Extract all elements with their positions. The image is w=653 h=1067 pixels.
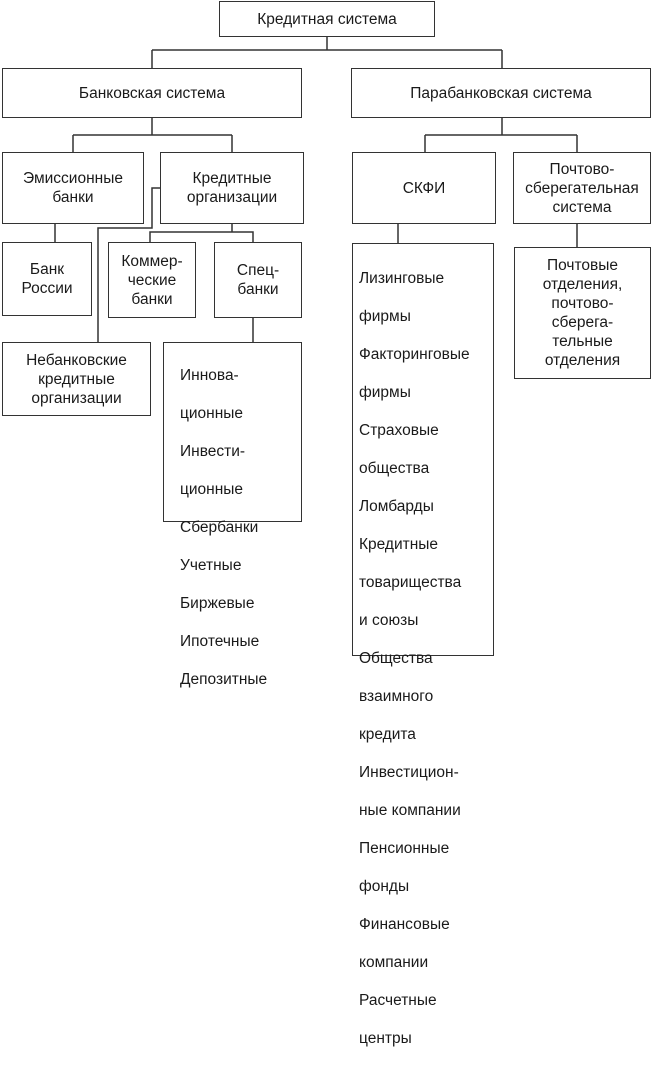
connector-parabanking xyxy=(424,118,578,152)
skfi-box: СКФИ xyxy=(352,152,496,224)
credit-system-box: Кредитная система xyxy=(219,1,435,37)
special-bank-types-list: Иннова- ционные Инвести- ционные Сбербан… xyxy=(163,342,302,688)
skfi-type-item: кредита xyxy=(359,726,416,743)
spec-type-item: Инвести- xyxy=(180,443,246,460)
skfi-label: СКФИ xyxy=(402,179,446,197)
spec-type-item: Депозитные xyxy=(180,671,268,688)
skfi-type-item: центры xyxy=(359,1030,412,1047)
emission-banks-box: Эмиссионные банки xyxy=(2,152,144,224)
credit-organizations-box: Кредитные организации xyxy=(160,152,304,224)
nonbank-credit-orgs-box: Небанковские кредитные организации xyxy=(2,342,151,416)
skfi-type-item: ные компании xyxy=(359,802,461,819)
skfi-type-item: Ломбарды xyxy=(359,498,434,515)
bank-of-russia-box: Банк России xyxy=(2,242,92,316)
skfi-type-item: Кредитные xyxy=(359,536,439,553)
spec-type-item: Иннова- xyxy=(180,367,239,384)
postal-savings-system-box: Почтово- сберегательная система xyxy=(513,152,651,224)
banking-system-label: Банковская система xyxy=(78,84,226,102)
postal-offices-box: Почтовые отделения, почтово- сберега- те… xyxy=(514,247,651,379)
connector-lines xyxy=(54,37,578,342)
skfi-type-item: фирмы xyxy=(359,384,411,401)
credit-system-label: Кредитная система xyxy=(257,10,397,28)
skfi-type-item: Страховые xyxy=(359,422,439,439)
spec-type-item: ционные xyxy=(180,405,244,422)
skfi-type-item: и союзы xyxy=(359,612,419,629)
skfi-type-item: фонды xyxy=(359,878,410,895)
bank-of-russia-label: Банк России xyxy=(21,261,73,297)
postal-savings-system-label: Почтово- сберегательная система xyxy=(525,160,639,216)
connector-credit-orgs xyxy=(97,187,160,342)
emission-banks-label: Эмиссионные банки xyxy=(23,170,123,206)
postal-offices-label: Почтовые отделения, почтово- сберега- те… xyxy=(542,257,623,369)
connector-root xyxy=(151,37,503,68)
spec-type-item: ционные xyxy=(180,481,244,498)
skfi-type-item: Пенсионные xyxy=(359,840,450,857)
parabanking-system-box: Парабанковская система xyxy=(351,68,651,118)
commercial-banks-box: Коммер- ческие банки xyxy=(108,242,196,318)
skfi-types-list: Лизинговые фирмы Факторинговые фирмы Стр… xyxy=(352,243,494,1047)
skfi-type-item: фирмы xyxy=(359,308,411,325)
skfi-type-item: товарищества xyxy=(359,574,462,591)
skfi-type-item: Факторинговые xyxy=(359,346,470,363)
commercial-banks-label: Коммер- ческие банки xyxy=(121,252,183,308)
connector-banking xyxy=(72,118,233,152)
nonbank-credit-orgs-label: Небанковские кредитные организации xyxy=(26,351,127,407)
parabanking-system-label: Парабанковская система xyxy=(410,84,592,102)
skfi-type-item: Расчетные xyxy=(359,992,437,1009)
skfi-type-item: Финансовые xyxy=(359,916,450,933)
spec-type-item: Учетные xyxy=(180,557,242,574)
special-banks-box: Спец- банки xyxy=(214,242,302,318)
spec-type-item: Ипотечные xyxy=(180,633,260,650)
skfi-type-item: компании xyxy=(359,954,429,971)
skfi-type-item: общества xyxy=(359,460,430,477)
skfi-type-item: Лизинговые xyxy=(359,270,445,287)
skfi-type-item: взаимного xyxy=(359,688,434,705)
special-banks-label: Спец- банки xyxy=(236,262,280,298)
credit-organizations-label: Кредитные организации xyxy=(186,170,278,206)
banking-system-box: Банковская система xyxy=(2,68,302,118)
connector-credit-orgs-2 xyxy=(149,224,254,242)
skfi-type-item: Инвестицион- xyxy=(359,764,459,781)
spec-type-item: Сбербанки xyxy=(180,519,259,536)
spec-type-item: Биржевые xyxy=(180,595,255,612)
